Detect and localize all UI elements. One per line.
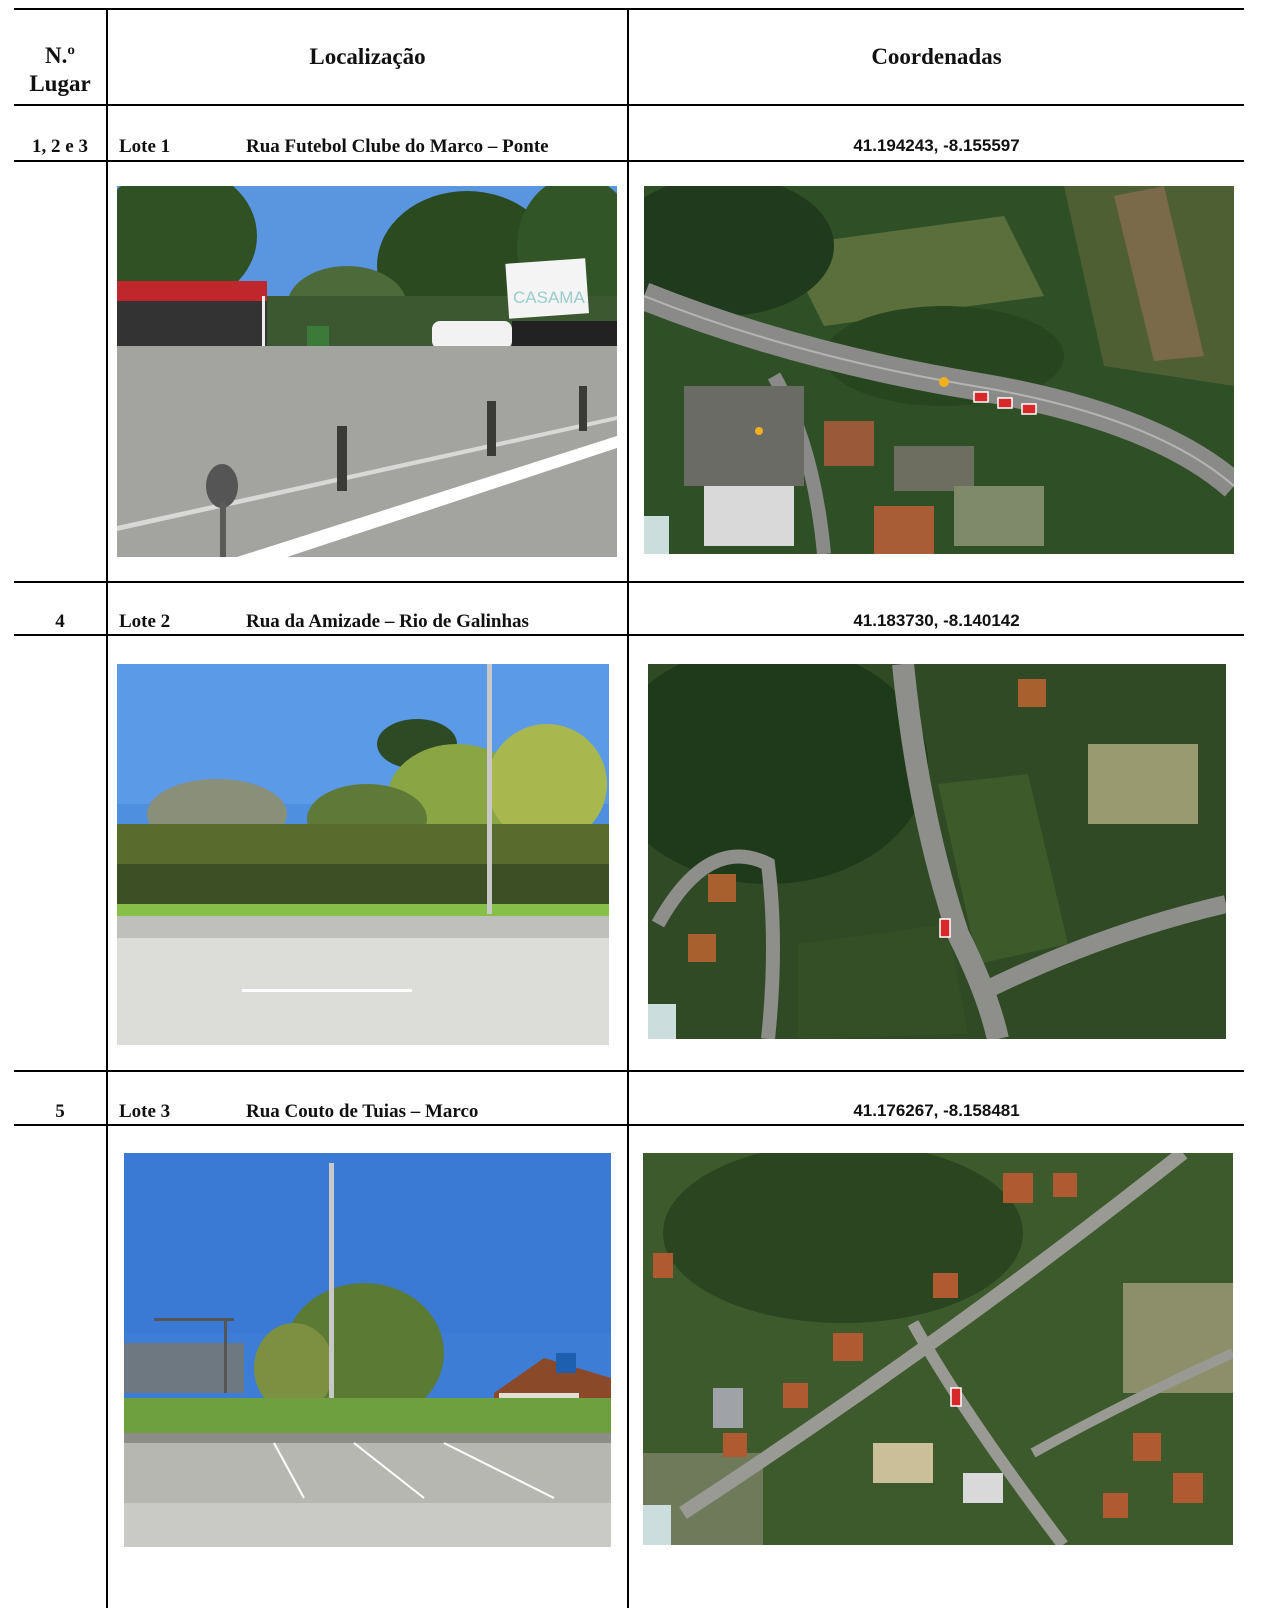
column-divider-1 <box>106 8 108 1608</box>
street-photo: CASAMA <box>117 186 617 557</box>
lot-label: Lote 2 <box>119 611 171 632</box>
satellite-map <box>644 186 1234 554</box>
row2-bottom-border <box>14 1070 1244 1072</box>
header-coordinates: Coordenadas <box>871 44 1002 69</box>
lot-label: Lote 1 <box>119 136 171 157</box>
row1-label-border <box>14 160 1244 162</box>
billboard-text: CASAMA <box>513 288 585 307</box>
row1-bottom-border <box>14 581 1244 583</box>
spot-number: 1, 2 e 3 <box>32 136 88 157</box>
header-number: N.º Lugar <box>29 43 91 96</box>
spot-number: 4 <box>55 611 65 632</box>
street-photo <box>124 1153 611 1547</box>
lot-label: Lote 3 <box>119 1101 171 1122</box>
street-photo <box>117 664 609 1045</box>
coordinates-value: 41.183730, -8.140142 <box>853 611 1020 630</box>
row3-label-border <box>14 1124 1244 1126</box>
column-divider-2 <box>627 8 629 1608</box>
table-top-border <box>14 8 1244 10</box>
satellite-map <box>648 664 1226 1039</box>
street-name: Rua da Amizade – Rio de Galinhas <box>246 611 529 632</box>
header-location: Localização <box>309 44 426 69</box>
street-name: Rua Couto de Tuias – Marco <box>246 1101 479 1122</box>
coordinates-value: 41.194243, -8.155597 <box>853 136 1020 155</box>
coordinates-value: 41.176267, -8.158481 <box>853 1101 1020 1120</box>
spot-number: 5 <box>55 1101 65 1122</box>
header-bottom-border <box>14 104 1244 106</box>
row2-label-border <box>14 634 1244 636</box>
satellite-map <box>643 1153 1233 1545</box>
street-name: Rua Futebol Clube do Marco – Ponte <box>246 136 549 157</box>
